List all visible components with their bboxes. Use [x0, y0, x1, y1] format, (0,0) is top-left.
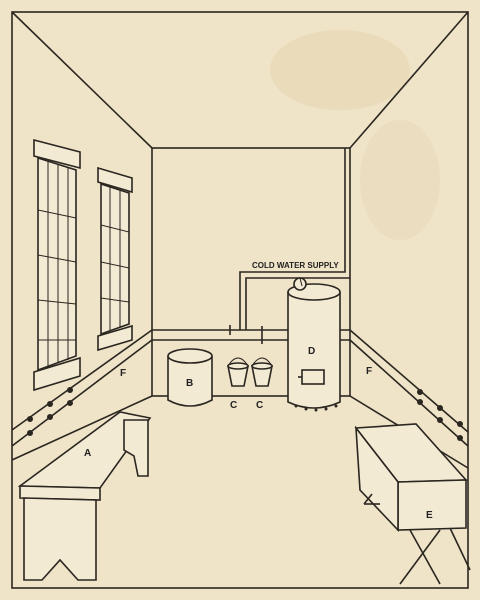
pipe-left: [11, 329, 153, 447]
water-heater: [287, 277, 341, 412]
window-front: [33, 138, 81, 392]
bench: [17, 411, 152, 581]
pails: [227, 357, 273, 387]
label-pipe-right: F: [366, 366, 372, 377]
outer-border: [11, 11, 469, 589]
label-pails-left: C: [230, 400, 237, 411]
pipe-right: [349, 329, 469, 447]
window-back: [97, 166, 133, 352]
trough: [354, 423, 471, 585]
label-trough: E: [426, 510, 433, 521]
label-cold-water-supply: COLD WATER SUPPLY: [252, 261, 339, 270]
cold-water-supply-pipe: [239, 148, 350, 330]
barrel: [167, 348, 213, 407]
label-heater: D: [308, 346, 315, 357]
paper-stains: [270, 30, 440, 240]
label-barrel: B: [186, 378, 193, 389]
label-pipe-left: F: [120, 368, 126, 379]
label-pails-right: C: [256, 400, 263, 411]
label-bench: A: [84, 448, 91, 459]
